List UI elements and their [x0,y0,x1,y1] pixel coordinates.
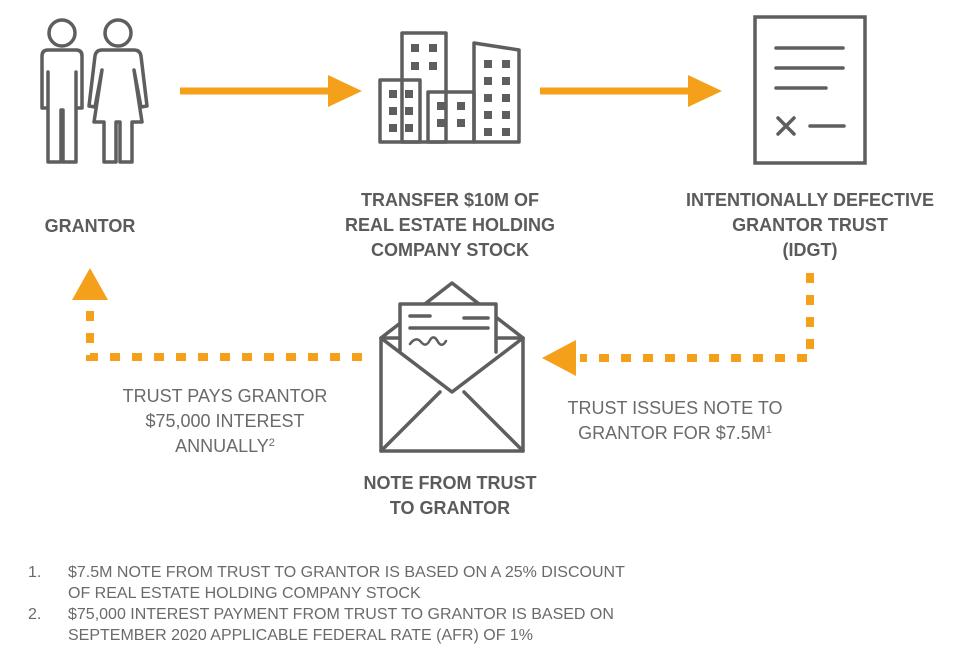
footnote-ref: 1 [765,424,772,436]
arrow-grantor-to-company [180,75,362,107]
buildings-icon [378,31,521,144]
trust-issues-line: TRUST ISSUES NOTE TO [567,398,783,418]
arrow-note-to-grantor [72,268,362,361]
trust-pays-text: ANNUALLY [175,436,269,456]
footnote-item: 2. $75,000 INTEREST PAYMENT FROM TRUST T… [28,604,625,646]
footnote-number: 2. [28,606,42,623]
note-label: NOTE FROM TRUST TO GRANTOR [340,471,560,521]
company-label-line: TRANSFER $10M OF [360,190,540,210]
trust-issues-line-last: GRANTOR FOR $7.5M1 [545,421,805,446]
footnote-ref: 2 [268,437,275,449]
footnote-item: 1. $7.5M NOTE FROM TRUST TO GRANTOR IS B… [28,562,625,604]
footnote-text: $75,000 INTEREST PAYMENT FROM TRUST TO G… [68,606,614,623]
people-icon [40,18,149,164]
trust-label-line: GRANTOR TRUST [732,215,888,235]
footnotes: 1. $7.5M NOTE FROM TRUST TO GRANTOR IS B… [28,562,625,646]
trust-issues-label: TRUST ISSUES NOTE TO GRANTOR FOR $7.5M1 [545,396,805,446]
company-label-line: COMPANY STOCK [370,240,530,260]
trust-label-line: (IDGT) [782,240,838,260]
company-label-line: REAL ESTATE HOLDING [344,215,555,235]
footnote-number: 1. [28,564,42,581]
footnote-text: $7.5M NOTE FROM TRUST TO GRANTOR IS BASE… [68,564,625,581]
grantor-label-line: GRANTOR [44,216,136,236]
note-label-line: NOTE FROM TRUST [363,473,537,493]
envelope-icon [379,281,525,453]
trust-pays-line: $75,000 INTEREST [145,411,305,431]
footnote-text: SEPTEMBER 2020 APPLICABLE FEDERAL RATE (… [68,627,534,644]
company-label: TRANSFER $10M OF REAL ESTATE HOLDING COM… [320,188,580,263]
trust-label-line: INTENTIONALLY DEFECTIVE [685,190,935,210]
arrow-trust-to-note [542,273,814,376]
trust-pays-line-last: ANNUALLY2 [100,434,350,459]
arrow-company-to-trust [540,75,722,107]
trust-label: INTENTIONALLY DEFECTIVE GRANTOR TRUST (I… [665,188,955,263]
trust-pays-line: TRUST PAYS GRANTOR [122,386,328,406]
footnote-text: OF REAL ESTATE HOLDING COMPANY STOCK [68,585,421,602]
trust-pays-label: TRUST PAYS GRANTOR $75,000 INTEREST ANNU… [100,384,350,459]
trust-issues-text: GRANTOR FOR $7.5M [578,423,766,443]
note-label-line: TO GRANTOR [389,498,511,518]
grantor-label: GRANTOR [0,214,180,239]
document-icon [753,15,867,165]
